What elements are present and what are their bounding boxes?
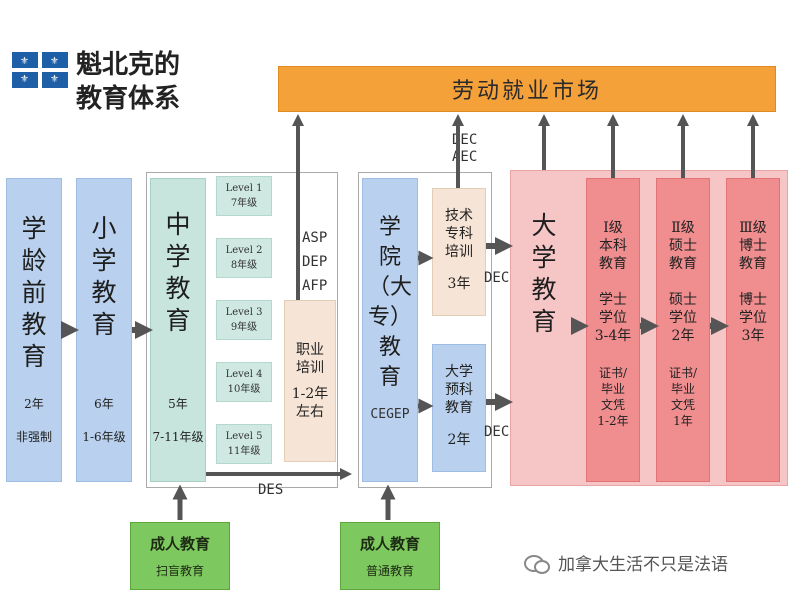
master-box: Ⅱ级 硕士 教育 硕士 学位 2年 证书/ 毕业 文凭 1年 — [656, 178, 710, 482]
cegep-label: CEGEP — [370, 407, 410, 422]
primary-label: 小学教育 — [91, 214, 117, 339]
secondary-years: 5年 — [168, 397, 188, 411]
college-label: 学院（大专）教育 — [367, 215, 412, 390]
adult-general-box: 成人教育 普通教育 — [340, 522, 440, 590]
university-label: 大学教育 — [531, 211, 557, 336]
vocational-labels: ASP DEP AFP — [302, 230, 328, 294]
technical-box: 技术 专科 培训 3年 — [432, 188, 486, 316]
preuniv-box: 大学 预科 教育 2年 — [432, 344, 486, 472]
watermark: 加拿大生活不只是法语 — [524, 550, 728, 575]
college-box: 学院（大专）教育 CEGEP — [362, 178, 418, 482]
doctor-box: Ⅲ级 博士 教育 博士 学位 3年 — [726, 178, 780, 482]
university-label-box: 大学教育 — [516, 210, 572, 350]
diagram-title: 魁北克的 教育体系 — [76, 50, 181, 114]
des-label: DES — [258, 482, 284, 498]
preschool-note: 非强制 — [15, 430, 52, 444]
quebec-flag-icon: ⚜ ⚜ ⚜ ⚜ — [12, 52, 68, 88]
labor-market-bar: 劳动就业市场 — [278, 66, 776, 112]
primary-grades: 1-6年级 — [82, 430, 126, 444]
vocational-box: 职业 培训 1-2年 左右 — [284, 300, 336, 462]
bachelor-box: Ⅰ级 本科 教育 学士 学位 3-4年 证书/ 毕业 文凭 1-2年 — [586, 178, 640, 482]
secondary-label: 中学教育 — [165, 210, 191, 335]
preschool-years: 2年 — [24, 397, 44, 411]
dec-label-upper: DEC — [484, 270, 510, 286]
college-frame — [358, 172, 492, 488]
secondary-grades: 7-11年级 — [152, 430, 204, 444]
preschool-label: 学龄前教育 — [21, 214, 47, 371]
secondary-box: 中学教育 5年 7-11年级 — [150, 178, 206, 482]
primary-years: 6年 — [94, 397, 114, 411]
wechat-icon — [524, 553, 550, 574]
adult-literacy-box: 成人教育 扫盲教育 — [130, 522, 230, 590]
dec-label-lower: DEC — [484, 424, 510, 440]
